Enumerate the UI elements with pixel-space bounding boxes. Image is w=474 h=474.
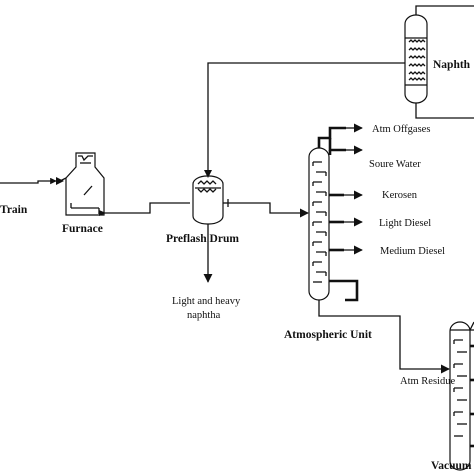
label-furnace: Furnace <box>62 223 103 235</box>
atm-residue-line <box>318 300 450 374</box>
naphtha-column <box>404 5 474 119</box>
drum-to-atm-line <box>228 202 309 218</box>
furnace <box>59 152 105 216</box>
vacuum-column <box>449 321 474 471</box>
drum-overhead-line <box>204 62 405 178</box>
label-soure-water: Soure Water <box>369 159 421 170</box>
label-kerosen: Kerosen <box>382 190 418 201</box>
label-light-diesel: Light Diesel <box>379 218 431 229</box>
furnace-to-drum-line <box>99 202 190 216</box>
label-atmospheric-unit: Atmospheric Unit <box>284 329 372 341</box>
label-naphtha: Naphth <box>433 59 471 71</box>
label-medium-diesel: Medium Diesel <box>380 246 445 257</box>
atmospheric-column <box>308 147 330 301</box>
label-atm-residue: Atm Residue <box>400 376 455 387</box>
feed-line <box>0 177 64 185</box>
atm-overhead-streams <box>317 123 363 155</box>
atm-side-draws <box>329 190 363 302</box>
label-atm-offgases: Atm Offgases <box>372 124 430 135</box>
label-light-heavy-naphtha-2: naphtha <box>187 310 221 321</box>
label-preflash-drum: Preflash Drum <box>166 233 239 245</box>
preflash-drum <box>192 175 229 225</box>
label-vacuum: Vacuum <box>431 460 472 472</box>
label-light-heavy-naphtha-1: Light and heavy <box>172 296 241 307</box>
label-train: Train <box>0 204 28 216</box>
